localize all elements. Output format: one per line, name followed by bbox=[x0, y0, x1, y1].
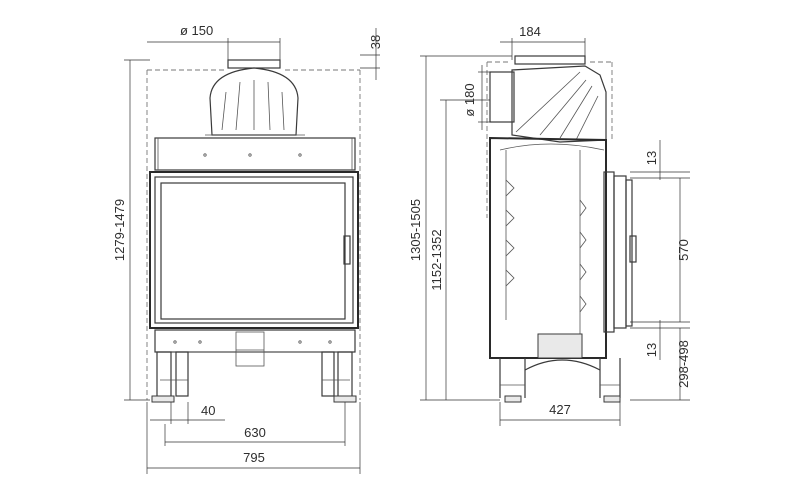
dim-flue-diameter: ø 150 bbox=[180, 23, 213, 38]
side-view: 184 ø 180 1305-1505 1152-1352 13 570 bbox=[408, 24, 691, 426]
front-glass-door bbox=[149, 171, 359, 329]
front-legs bbox=[151, 351, 357, 403]
dim-top-offset: 38 bbox=[368, 35, 383, 49]
side-base bbox=[499, 358, 621, 403]
front-top-frame bbox=[154, 137, 356, 171]
front-flue-hood bbox=[205, 59, 305, 136]
side-dimensions: 184 ø 180 1305-1505 1152-1352 13 570 bbox=[408, 24, 691, 426]
side-body bbox=[489, 136, 607, 359]
dim-inner-width: 630 bbox=[244, 425, 266, 440]
dim-base-height: 298-498 bbox=[676, 340, 691, 388]
front-base bbox=[154, 329, 356, 367]
dim-foot-offset: 40 bbox=[201, 403, 215, 418]
front-outline-dashed bbox=[146, 69, 361, 400]
dim-total-height: 1305-1505 bbox=[408, 199, 423, 261]
dim-total-width: 795 bbox=[243, 450, 265, 465]
dim-door-bottom-gap: 13 bbox=[644, 343, 659, 357]
side-hood bbox=[489, 55, 607, 143]
dim-door-top-gap: 13 bbox=[644, 151, 659, 165]
front-dimensions: ø 150 38 1279-1479 40 630 795 bbox=[112, 23, 383, 474]
dim-height-alt: 1152-1352 bbox=[429, 229, 444, 290]
dim-door-height: 570 bbox=[676, 239, 691, 261]
front-view: ø 150 38 1279-1479 40 630 795 bbox=[112, 23, 383, 474]
side-outline-dashed bbox=[486, 61, 613, 218]
dim-depth: 427 bbox=[549, 402, 571, 417]
dim-front-height: 1279-1479 bbox=[112, 199, 127, 261]
side-door bbox=[603, 171, 637, 333]
dim-flue-depth: 184 bbox=[519, 24, 541, 39]
